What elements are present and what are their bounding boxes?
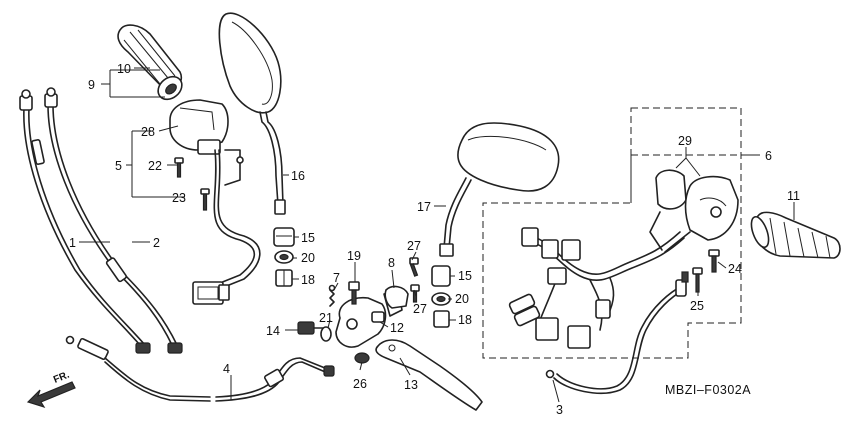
throttle-cable-2[interactable]: [44, 87, 183, 354]
callout-15-left: 15: [301, 231, 315, 245]
clutch-cable-4[interactable]: [65, 335, 335, 402]
callout-24: 24: [728, 262, 742, 276]
screw-22[interactable]: [174, 157, 184, 178]
callout-12: 12: [390, 321, 404, 335]
clutch-lever-13[interactable]: [375, 339, 483, 411]
right-mirror-17[interactable]: [439, 122, 560, 257]
callout-18-right: 18: [458, 313, 472, 327]
throttle-cable-1[interactable]: [19, 89, 151, 354]
callout-25: 25: [690, 299, 704, 313]
bolt-27-lower[interactable]: [410, 284, 420, 303]
switch-connector[interactable]: [192, 281, 230, 305]
callout-7: 7: [333, 271, 340, 285]
callout-14: 14: [266, 324, 280, 338]
callout-numbers: 9 10 28 5 22 23 1 2 4 16 15 20 18 7 19 8…: [69, 62, 800, 417]
callout-29: 29: [678, 134, 692, 148]
callout-10: 10: [117, 62, 131, 76]
right-switch-assembly-box-6: [482, 107, 742, 359]
callout-22: 22: [148, 159, 162, 173]
left-switch-housing-28[interactable]: [169, 99, 244, 186]
callout-11: 11: [787, 189, 800, 203]
callout-4: 4: [223, 362, 230, 376]
callout-2: 2: [153, 236, 160, 250]
callout-27-upper: 27: [407, 239, 421, 253]
nut-26[interactable]: [354, 352, 370, 364]
rubber-cap-15-right[interactable]: [431, 265, 451, 287]
rubber-cap-15-left[interactable]: [273, 227, 295, 247]
callout-16: 16: [291, 169, 305, 183]
leader-lines: [79, 67, 795, 403]
holder-8[interactable]: [384, 285, 409, 309]
callout-20-right: 20: [455, 292, 469, 306]
callout-26: 26: [353, 377, 367, 391]
diagram-code: MBZI–F0302A: [665, 383, 751, 397]
nut-18-right[interactable]: [433, 310, 450, 328]
callout-6: 6: [765, 149, 772, 163]
callout-23: 23: [172, 191, 186, 205]
callout-5: 5: [115, 159, 122, 173]
washer-20-right[interactable]: [431, 292, 451, 306]
bolt-14[interactable]: [297, 321, 329, 335]
callout-1: 1: [69, 236, 76, 250]
nut-18-left[interactable]: [275, 269, 293, 287]
callout-13: 13: [404, 378, 418, 392]
callout-21: 21: [319, 311, 333, 325]
left-switch-wire: [213, 149, 261, 290]
right-switch-housing-29[interactable]: [649, 169, 739, 253]
screw-25[interactable]: [692, 267, 703, 293]
screw-24[interactable]: [708, 249, 720, 273]
front-direction-arrow: FR.: [26, 369, 76, 409]
washer-20-left[interactable]: [274, 250, 294, 264]
pin-19[interactable]: [348, 281, 360, 305]
callout-20-left: 20: [301, 251, 315, 265]
wire-harness[interactable]: [508, 227, 685, 349]
callout-3: 3: [556, 403, 563, 417]
brake-cable-3[interactable]: [545, 271, 689, 394]
callout-28: 28: [141, 125, 155, 139]
left-mirror-16[interactable]: [218, 12, 286, 215]
callout-8: 8: [388, 256, 395, 270]
washer-21[interactable]: [320, 326, 332, 342]
callout-27-lower: 27: [413, 302, 427, 316]
callout-9: 9: [88, 78, 95, 92]
screw-23[interactable]: [200, 188, 210, 211]
callout-15-right: 15: [458, 269, 472, 283]
bolt-27-upper[interactable]: [409, 257, 419, 277]
callout-19: 19: [347, 249, 361, 263]
callout-17: 17: [417, 200, 431, 214]
spring-7[interactable]: [328, 284, 336, 307]
left-grip-10[interactable]: [117, 24, 186, 104]
callout-18-left: 18: [301, 273, 315, 287]
throttle-grip-11[interactable]: [748, 211, 841, 259]
